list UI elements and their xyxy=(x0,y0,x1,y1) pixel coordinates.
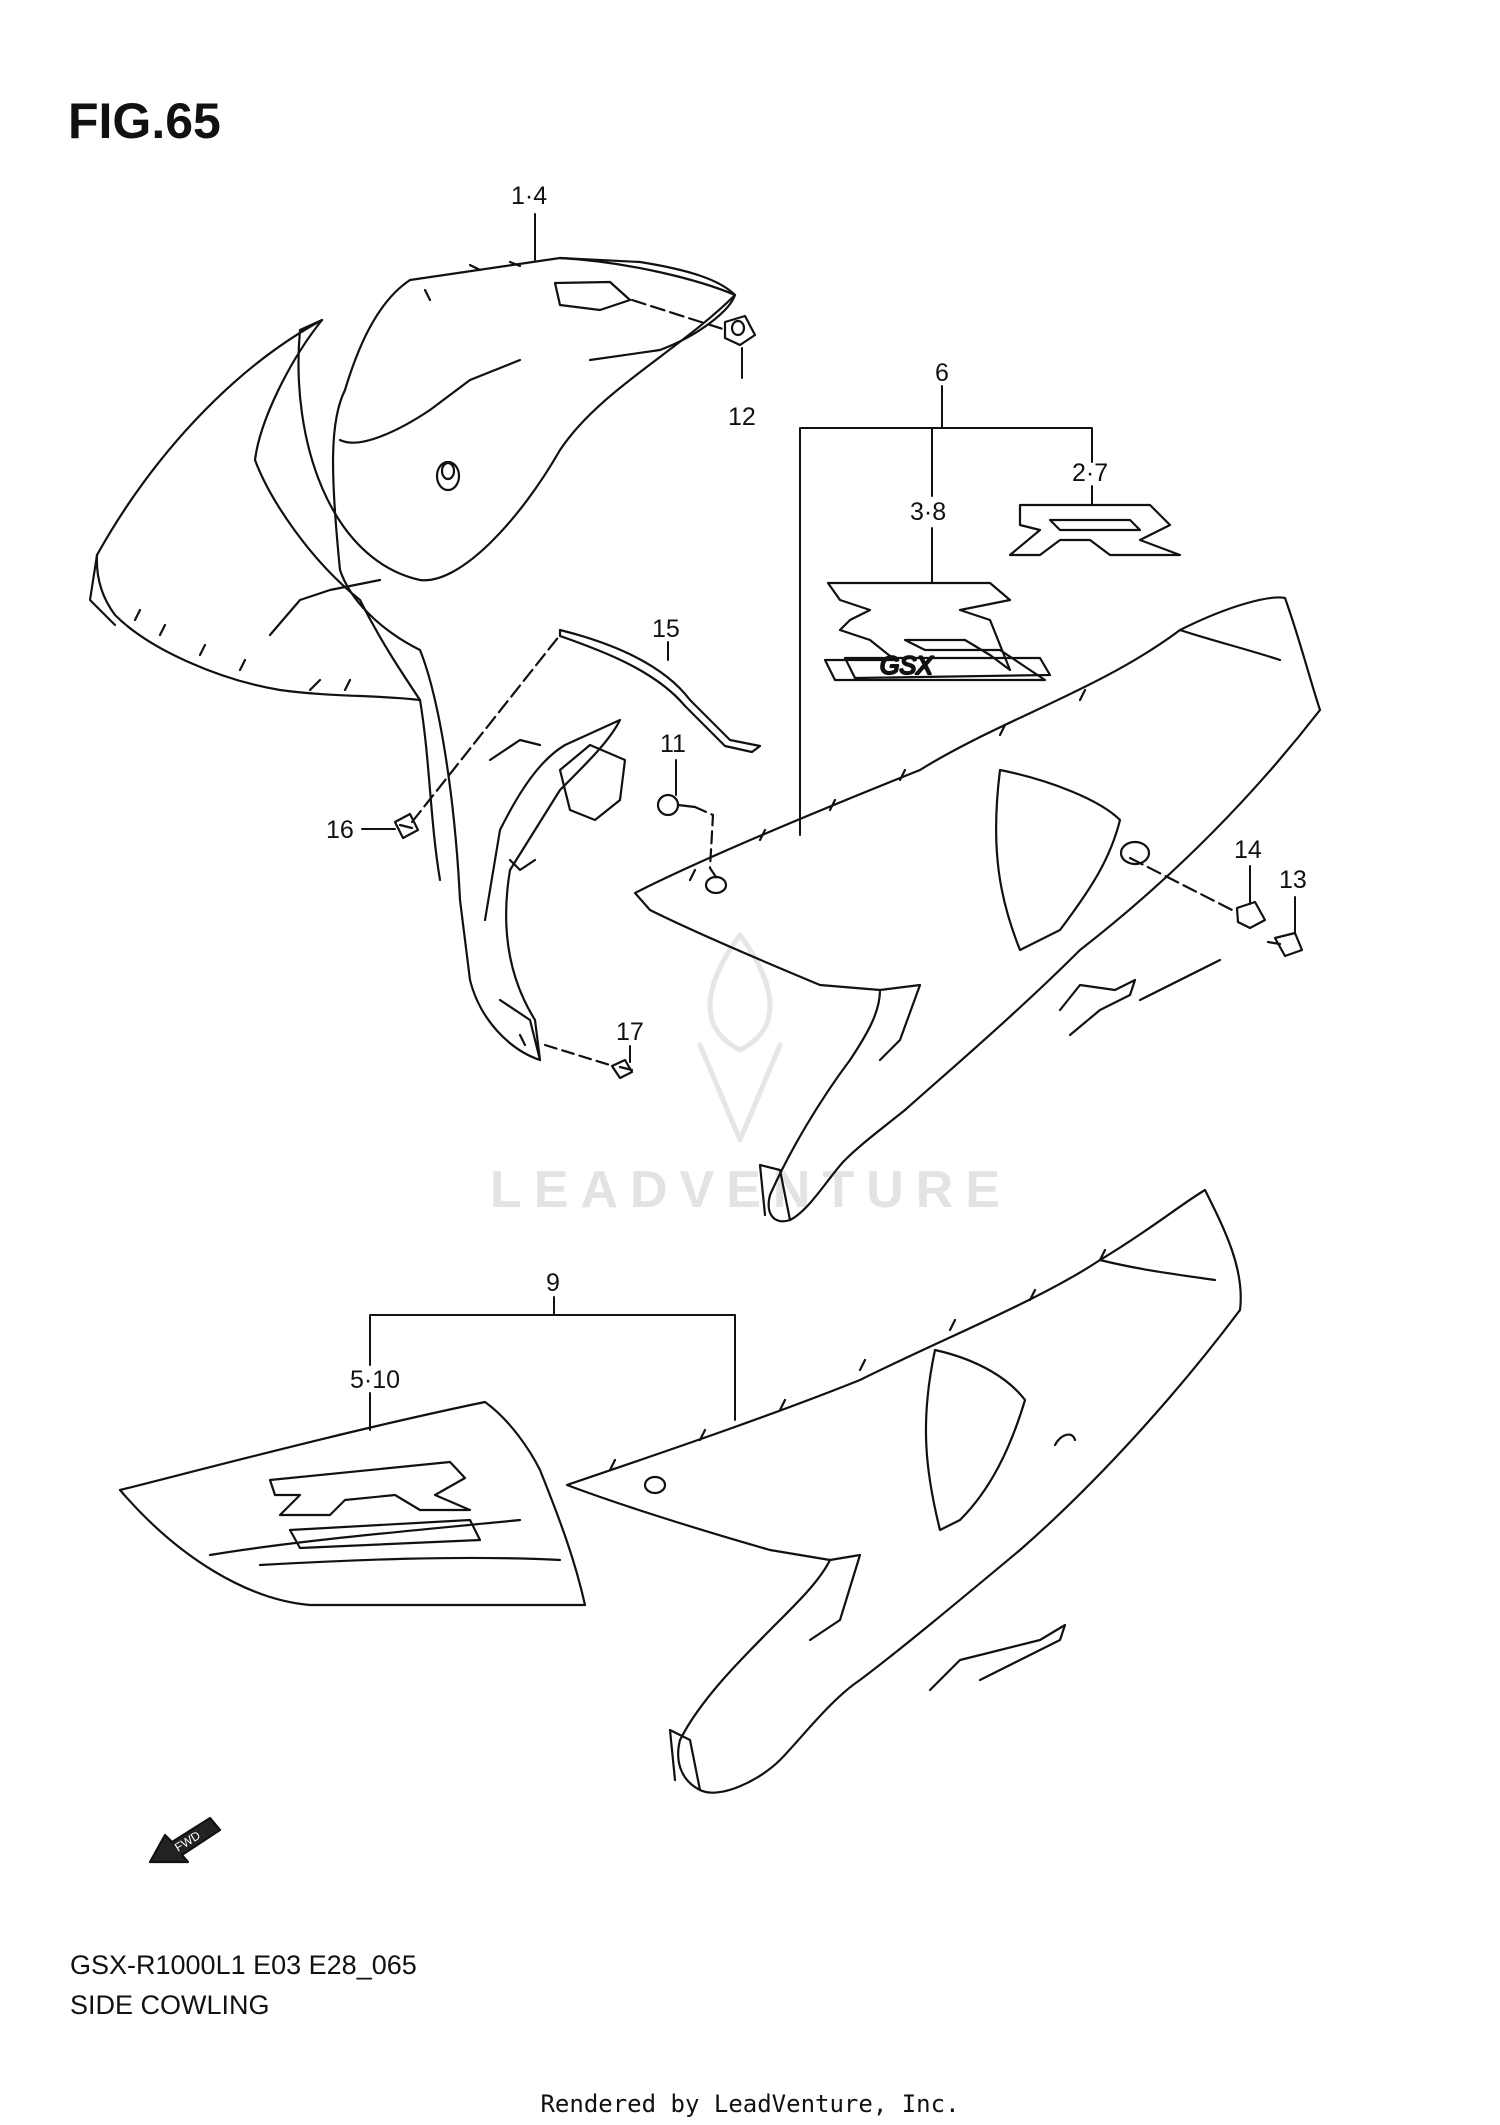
callout-5-10: 5·10 xyxy=(350,1366,400,1394)
upper-cowling-part xyxy=(88,256,737,1062)
callout-16: 16 xyxy=(326,816,354,844)
callout-9: 9 xyxy=(546,1269,560,1297)
decal-gsx-r-3-8: GSX xyxy=(823,581,1052,682)
callout-1-4: 1·4 xyxy=(511,182,547,210)
rendered-by-credit: Rendered by LeadVenture, Inc. xyxy=(540,2090,960,2118)
decal-5-10 xyxy=(118,1400,587,1607)
screw-13 xyxy=(1266,931,1304,958)
callout-17: 17 xyxy=(616,1018,644,1046)
callout-2-7: 2·7 xyxy=(1072,459,1108,487)
decal-text-gsx: GSX xyxy=(880,652,934,680)
band-part-15 xyxy=(558,628,762,754)
screw-17 xyxy=(610,1058,634,1080)
callout-12: 12 xyxy=(728,403,756,431)
model-code: GSX-R1000L1 E03 E28_065 xyxy=(70,1950,417,1980)
grommet-12 xyxy=(723,314,757,347)
watermark-text: LEADVENTURE xyxy=(490,1161,1013,1219)
clip-16 xyxy=(393,812,420,840)
bracket-9 xyxy=(369,1296,736,1431)
callout-6: 6 xyxy=(935,359,949,387)
callout-15: 15 xyxy=(652,615,680,643)
under-cowling-6 xyxy=(633,596,1322,1223)
screw-11 xyxy=(656,793,697,817)
under-cowling-9 xyxy=(565,1188,1242,1794)
callout-13: 13 xyxy=(1279,866,1307,894)
fwd-arrow-icon: FWD xyxy=(148,1816,222,1864)
bracket-6 xyxy=(799,385,1093,836)
callout-14: 14 xyxy=(1234,836,1262,864)
decal-r-2-7 xyxy=(1008,503,1182,557)
watermark-logo xyxy=(697,932,783,1143)
section-name: SIDE COWLING xyxy=(70,1990,270,2020)
grommet-14 xyxy=(1235,900,1267,930)
callout-3-8: 3·8 xyxy=(910,498,946,526)
callout-11: 11 xyxy=(660,730,686,758)
figure-title: FIG.65 xyxy=(68,93,221,149)
